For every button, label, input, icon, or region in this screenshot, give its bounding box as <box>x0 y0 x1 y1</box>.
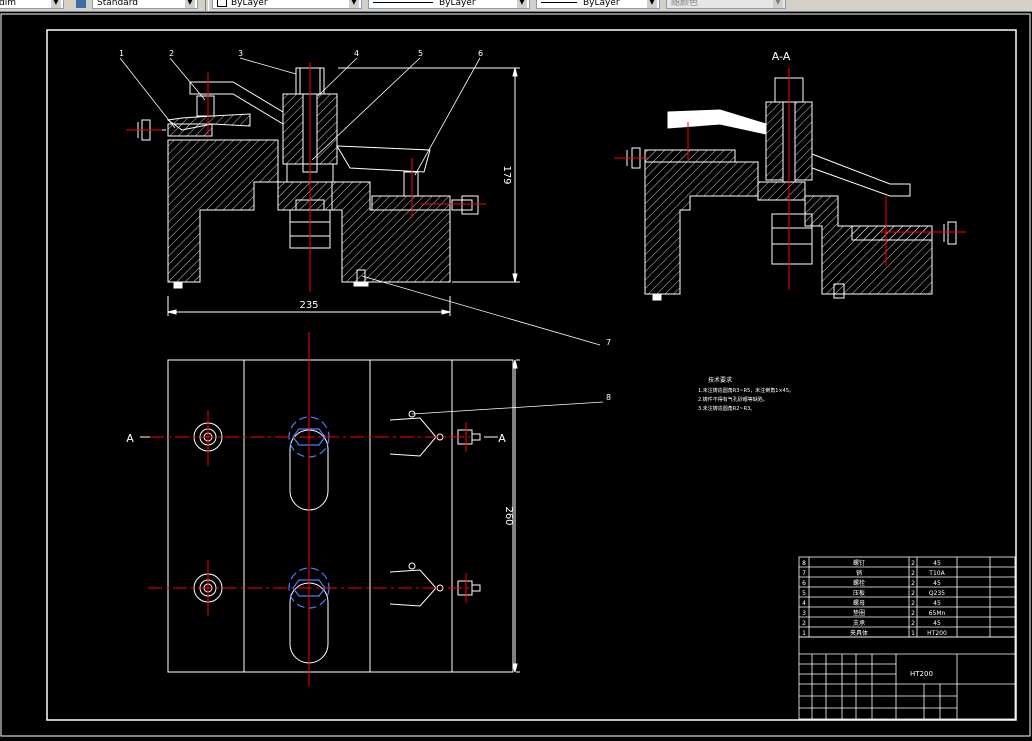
bom-material: 45 <box>933 600 941 607</box>
bom-name: 螺钉 <box>853 559 865 567</box>
bom-qty: 2 <box>911 560 915 567</box>
bom-name: 垫圈 <box>853 609 865 617</box>
properties-toolbar: dim ▼ Standard ▼ ByLayer ▼ ByLayer ▼ ByLayer… <box>0 0 1032 12</box>
front-centerlines <box>126 62 486 292</box>
dimension-width: 235 <box>299 300 318 311</box>
sheet-border <box>0 13 1031 737</box>
bom-no: 3 <box>802 610 806 617</box>
section-view <box>622 77 960 301</box>
plotstyle-dropdown[interactable]: 随颜色 ▼ <box>666 0 786 9</box>
leader-lines <box>119 57 604 415</box>
balloon-3: 3 <box>238 49 243 58</box>
bom-name: 支承 <box>853 619 865 627</box>
textstyle-value: Standard <box>97 0 138 8</box>
color-swatch-icon <box>217 0 227 7</box>
bom-material: 65Mn <box>929 610 946 617</box>
balloon-2: 2 <box>169 49 174 58</box>
notes-title: 技术要求 <box>708 376 732 384</box>
layer-dropdown[interactable]: ByLayer ▼ <box>212 0 362 9</box>
bom-qty: 2 <box>911 620 915 627</box>
plan-view <box>140 359 520 673</box>
bom-name: 螺栓 <box>853 579 865 587</box>
chevron-down-icon[interactable]: ▼ <box>517 0 527 8</box>
bom-rows: 8 螺钉 2 45 7 销 2 T10A 6 螺栓 2 45 5 压板 2 Q2… <box>802 559 947 637</box>
bom-name: 螺母 <box>853 599 865 607</box>
note-3: 3.未注铸造圆角R2~R3。 <box>698 405 755 412</box>
bom-material: 45 <box>933 560 941 567</box>
bom-no: 1 <box>802 630 806 637</box>
bom-qty: 2 <box>911 590 915 597</box>
title-block-material: HT200 <box>910 670 933 678</box>
bom-name: 夹具体 <box>850 629 868 637</box>
bom-no: 4 <box>802 600 806 607</box>
chevron-down-icon[interactable]: ▼ <box>51 0 61 8</box>
chevron-down-icon[interactable]: ▼ <box>349 0 359 8</box>
section-mark-right: A <box>498 432 506 445</box>
line-preview-icon <box>373 2 433 3</box>
linetype-dropdown[interactable]: ByLayer ▼ <box>368 0 530 9</box>
linetype-value: ByLayer <box>439 0 476 8</box>
title-block <box>798 636 1016 720</box>
balloon-1: 1 <box>119 49 124 58</box>
bom-name: 销 <box>856 569 862 577</box>
bom-material: 45 <box>933 580 941 587</box>
front-view <box>128 67 520 316</box>
bom-no: 7 <box>802 570 806 577</box>
note-2: 2.铸件不得有气孔砂眼等缺陷。 <box>698 396 768 403</box>
balloon-4: 4 <box>354 49 359 58</box>
bom-material: 45 <box>933 620 941 627</box>
bom-qty: 2 <box>911 600 915 607</box>
plan-centerlines <box>148 332 470 686</box>
balloon-8: 8 <box>606 393 611 402</box>
drawing-frame <box>46 29 1017 721</box>
chevron-down-icon[interactable]: ▼ <box>647 0 657 8</box>
layer-value: ByLayer <box>231 0 268 8</box>
plotstyle-value: 随颜色 <box>671 0 699 8</box>
dimension-plan-height: 260 <box>503 506 514 525</box>
chevron-down-icon[interactable]: ▼ <box>185 0 195 8</box>
bom-no: 5 <box>802 590 806 597</box>
balloon-5: 5 <box>418 49 423 58</box>
bom-no: 8 <box>802 560 806 567</box>
section-mark-left: A <box>126 432 134 445</box>
textstyle-icon <box>76 0 86 8</box>
line-preview-icon <box>541 2 577 3</box>
dimstyle-value: dim <box>0 0 16 8</box>
bom-material: HT200 <box>927 630 947 637</box>
drawing-canvas[interactable]: 235 179 1 2 3 4 5 6 7 8 A-A <box>0 12 1032 741</box>
section-centerlines <box>614 68 966 290</box>
bom-table <box>798 556 1016 638</box>
bom-qty: 1 <box>911 630 915 637</box>
section-label: A-A <box>772 50 791 63</box>
balloon-6: 6 <box>478 49 483 58</box>
dimstyle-dropdown[interactable]: dim ▼ <box>0 0 64 9</box>
bom-no: 6 <box>802 580 806 587</box>
technical-notes: 技术要求 1.未注铸造圆角R3~R5，未注倒角1×45。 2.铸件不得有气孔砂眼… <box>698 376 794 412</box>
bom-material: Q235 <box>929 590 945 597</box>
bom-material: T10A <box>928 570 945 577</box>
balloon-7: 7 <box>606 338 611 347</box>
bom-qty: 2 <box>911 610 915 617</box>
lineweight-dropdown[interactable]: ByLayer ▼ <box>536 0 660 9</box>
dimension-height: 179 <box>501 165 512 184</box>
note-1: 1.未注铸造圆角R3~R5，未注倒角1×45。 <box>698 387 794 394</box>
bom-name: 压板 <box>853 589 865 597</box>
lineweight-value: ByLayer <box>583 0 620 8</box>
textstyle-dropdown[interactable]: Standard ▼ <box>92 0 198 9</box>
chevron-down-icon[interactable]: ▼ <box>773 0 783 8</box>
bom-no: 2 <box>802 620 806 627</box>
bom-qty: 2 <box>911 570 915 577</box>
toolbar-separator <box>205 0 209 11</box>
bom-qty: 2 <box>911 580 915 587</box>
